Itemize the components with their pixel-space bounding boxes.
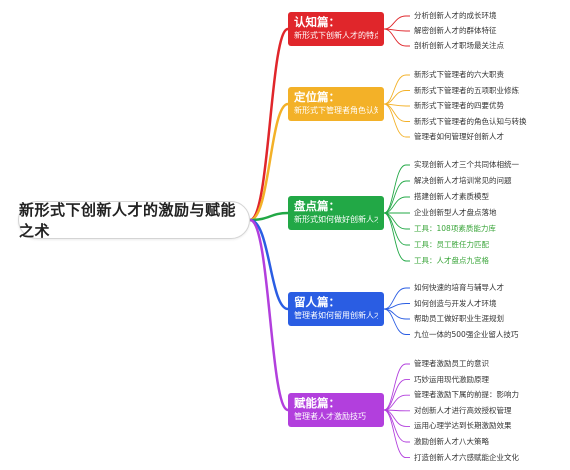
- leaf-topic[interactable]: 企业创新型人才盘点落地: [414, 208, 497, 217]
- central-topic[interactable]: 新形式下创新人才的激励与赋能之术: [18, 201, 250, 240]
- leaf-topic[interactable]: 新形式下管理者的四要优势: [414, 101, 504, 110]
- branch-node-inventory[interactable]: 盘点篇： 新形式如何做好创新人才盘点: [288, 196, 384, 230]
- leaf-topic[interactable]: 激励创新人才八大策略: [414, 437, 489, 446]
- leaf-connector: [383, 308, 410, 335]
- branch-node-empowerment[interactable]: 赋能篇： 管理者人才激励技巧: [288, 393, 384, 427]
- leaf-topic[interactable]: 剖析创新人才职场最关注点: [414, 41, 504, 50]
- branch-node-positioning[interactable]: 定位篇： 新形式下管理者角色认知: [288, 87, 384, 121]
- leaf-topic[interactable]: 管理者激励员工的意识: [414, 359, 489, 368]
- branch-title: 赋能篇：: [294, 396, 340, 410]
- leaf-topic[interactable]: 新形式下管理者的五项职业修炼: [414, 85, 519, 95]
- leaf-topic[interactable]: 如何快速的培育与辅导人才: [414, 283, 504, 292]
- leaf-connector: [383, 103, 410, 138]
- branch-title: 定位篇：: [294, 90, 340, 104]
- leaf-topic[interactable]: 管理者如何管理好创新人才: [414, 132, 504, 141]
- leaf-connector: [383, 287, 410, 310]
- leaf-connector: [383, 180, 410, 214]
- leaf-topic[interactable]: 帮助员工做好职业生涯规划: [414, 314, 504, 323]
- leaf-topic[interactable]: 新形式下管理者的角色认知与转换: [414, 116, 527, 126]
- leaf-topic[interactable]: 如何创造与开发人才环境: [414, 298, 497, 308]
- branch-title: 盘点篇：: [294, 199, 340, 213]
- branch-subtitle: 新形式如何做好创新人才盘点: [294, 215, 378, 224]
- branch-connector-empowerment: [249, 218, 289, 412]
- branch-subtitle: 新形式下创新人才的特点: [294, 31, 378, 40]
- leaf-connector: [383, 74, 410, 105]
- leaf-topic[interactable]: 实现创新人才三个共同体相统一: [414, 160, 519, 169]
- leaf-connector: [383, 28, 410, 47]
- leaf-topic[interactable]: 搭建创新人才素质模型: [414, 192, 489, 201]
- leaf-connector: [383, 379, 410, 411]
- leaf-connector: [383, 212, 410, 262]
- branch-subtitle: 管理者人才激励技巧: [294, 412, 366, 421]
- branch-node-retention[interactable]: 留人篇： 管理者如何留用创新人才: [288, 292, 384, 326]
- branch-node-cognition[interactable]: 认知篇： 新形式下创新人才的特点: [288, 12, 384, 46]
- leaf-topic[interactable]: 工具：员工胜任力匹配: [414, 240, 489, 249]
- branch-connector-positioning: [249, 102, 289, 222]
- leaf-topic[interactable]: 工具：108项素质能力库: [414, 224, 496, 233]
- branch-subtitle: 管理者如何留用创新人才: [294, 311, 378, 320]
- leaf-topic[interactable]: 解密创新人才的群体特征: [414, 26, 497, 35]
- leaf-topic[interactable]: 分析创新人才的成长环境: [414, 11, 497, 20]
- leaf-connector: [383, 409, 410, 459]
- branch-title: 留人篇：: [294, 295, 340, 309]
- leaf-topic[interactable]: 巧妙运用现代激励原理: [414, 374, 489, 384]
- leaf-topic[interactable]: 管理者激励下属的前提：影响力: [414, 390, 519, 400]
- leaf-connector: [383, 15, 410, 30]
- leaf-topic[interactable]: 工具：人才盘点九宫格: [414, 256, 489, 265]
- leaf-topic[interactable]: 九位一体的500强企业留人技巧: [414, 329, 519, 339]
- branch-subtitle: 新形式下管理者角色认知: [294, 106, 378, 115]
- branch-connector-inventory: [249, 211, 289, 222]
- branch-connector-retention: [249, 218, 289, 311]
- leaf-connector: [383, 303, 410, 310]
- leaf-topic[interactable]: 新形式下管理者的六大职责: [414, 70, 504, 79]
- leaf-connector: [383, 196, 410, 214]
- branch-title: 认知篇：: [294, 15, 340, 29]
- leaf-connector: [383, 394, 410, 411]
- leaf-topic[interactable]: 运用心理学达到长期激励效果: [414, 421, 512, 431]
- leaf-topic[interactable]: 解决创新人才培训常见的问题: [414, 176, 512, 185]
- leaf-topic[interactable]: 对创新人才进行高效授权管理: [414, 405, 512, 415]
- branch-connector-cognition: [249, 27, 289, 222]
- leaf-topic[interactable]: 打造创新人才六感赋能企业文化: [414, 452, 519, 462]
- leaf-connector: [383, 90, 410, 105]
